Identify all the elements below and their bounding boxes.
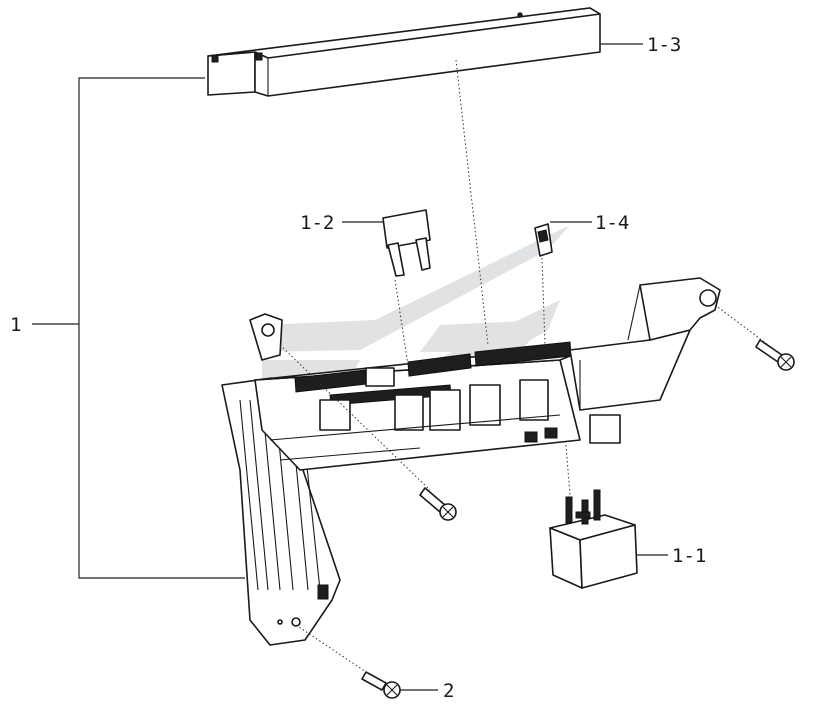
- screw-center: [419, 487, 457, 521]
- callout-2: 2: [443, 680, 454, 702]
- callout-1-2: 1-2: [300, 212, 334, 234]
- part-fuse: [342, 209, 431, 277]
- part-cover: [207, 7, 643, 97]
- screw-bottom: [361, 671, 438, 699]
- callout-1-1: 1-1: [672, 545, 706, 567]
- part-relay: [549, 489, 668, 589]
- callout-1-4: 1-4: [595, 212, 629, 234]
- fuse-rows: [294, 341, 572, 406]
- part-fuse-box: [221, 277, 721, 646]
- screw-right: [755, 339, 795, 371]
- part-clip: [534, 221, 592, 257]
- callout-1: 1: [10, 314, 21, 336]
- assembly-guides: [279, 59, 776, 677]
- callout-1-3: 1-3: [647, 34, 681, 56]
- group-bracket: [32, 77, 245, 579]
